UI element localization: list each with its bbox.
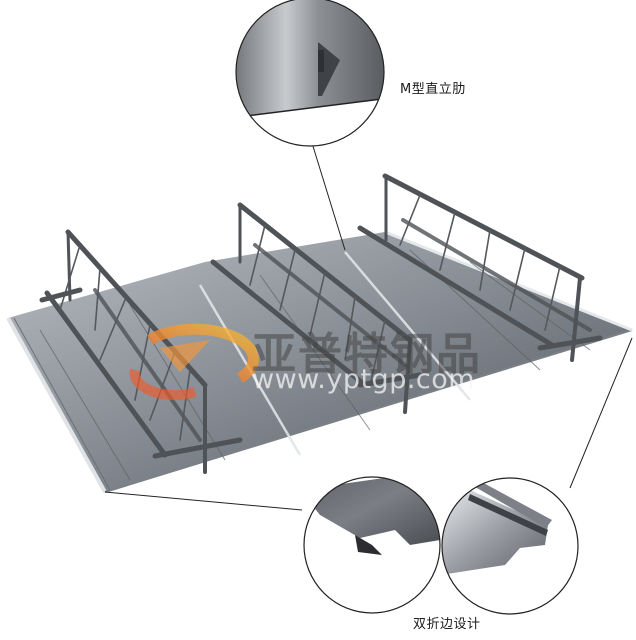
callout-circle-fold-right (441, 477, 579, 615)
watermark-url: www.yptgp.com (252, 364, 476, 395)
rebar-truss-middle (210, 202, 423, 414)
callout-circle-m-rib (235, 0, 385, 147)
watermark-company-name: 亚普特钢品 (252, 329, 482, 380)
callout-label-double-fold: 双折边设计 (413, 617, 481, 632)
leader-lines (104, 142, 633, 511)
callout-label-m-rib: M型直立肋 (400, 82, 466, 97)
callout-circle-fold-left (303, 476, 441, 614)
watermark-logo-icon (129, 323, 259, 401)
rebar-truss-right (357, 173, 603, 362)
